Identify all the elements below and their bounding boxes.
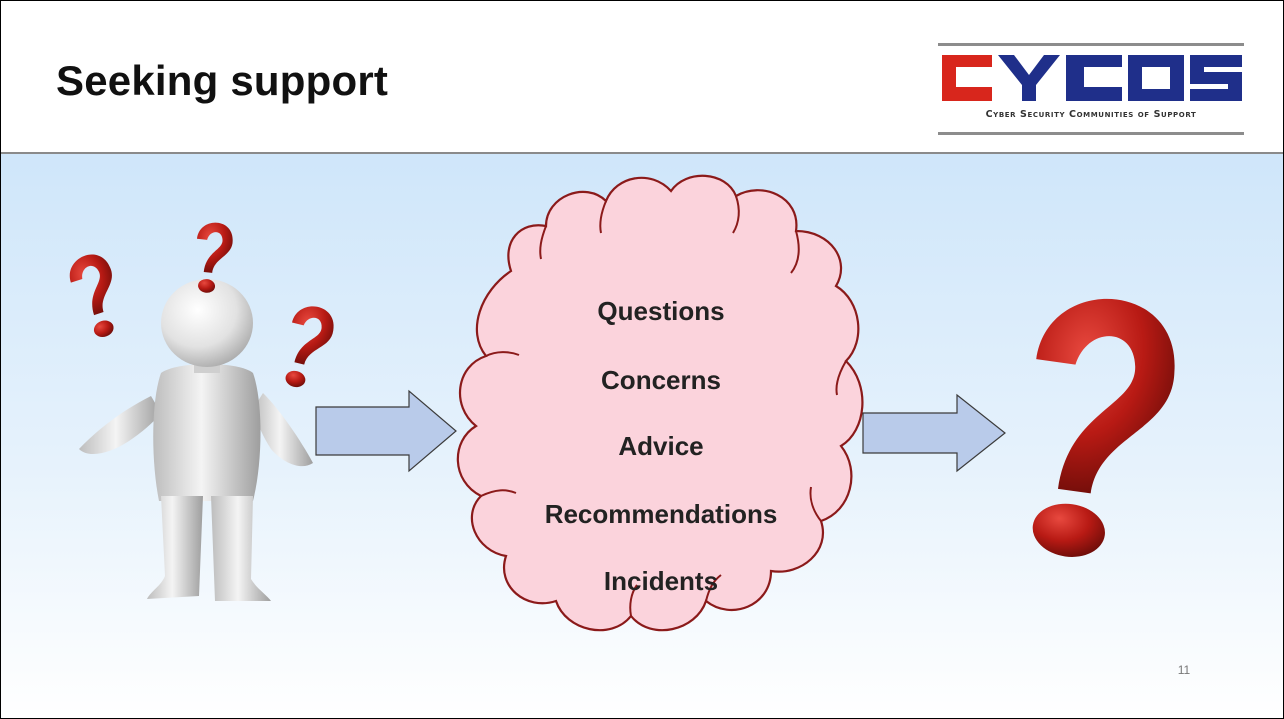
header-divider [1, 152, 1283, 154]
red-question-mark-icon [285, 306, 334, 388]
cycos-tagline: Cyber Security Communities of Support [985, 109, 1197, 120]
cycos-wordmark-icon [938, 43, 1244, 101]
cloud-item-advice: Advice [618, 431, 704, 461]
topics-cloud [456, 174, 864, 632]
slide-title: Seeking support [56, 57, 389, 104]
slide-number: 11 [1177, 663, 1191, 677]
logo-bottom-rule [938, 132, 1244, 135]
right-arrow-icon [862, 393, 1006, 473]
red-question-mark-icon [69, 254, 114, 337]
slide-header: Seeking support Cyber Security Communiti… [1, 1, 1283, 153]
red-question-mark-icon [196, 222, 233, 293]
cloud-item-concerns: Concerns [601, 365, 721, 395]
cloud-item-recommendations: Recommendations [544, 499, 778, 529]
cloud-item-questions: Questions [597, 296, 725, 326]
confused-person-icon [79, 279, 313, 601]
large-red-question-mark-icon [1032, 298, 1175, 557]
cloud-item-incidents: Incidents [603, 566, 719, 596]
cycos-logo: Cyber Security Communities of Support [936, 39, 1246, 139]
right-arrow-icon [315, 389, 457, 473]
